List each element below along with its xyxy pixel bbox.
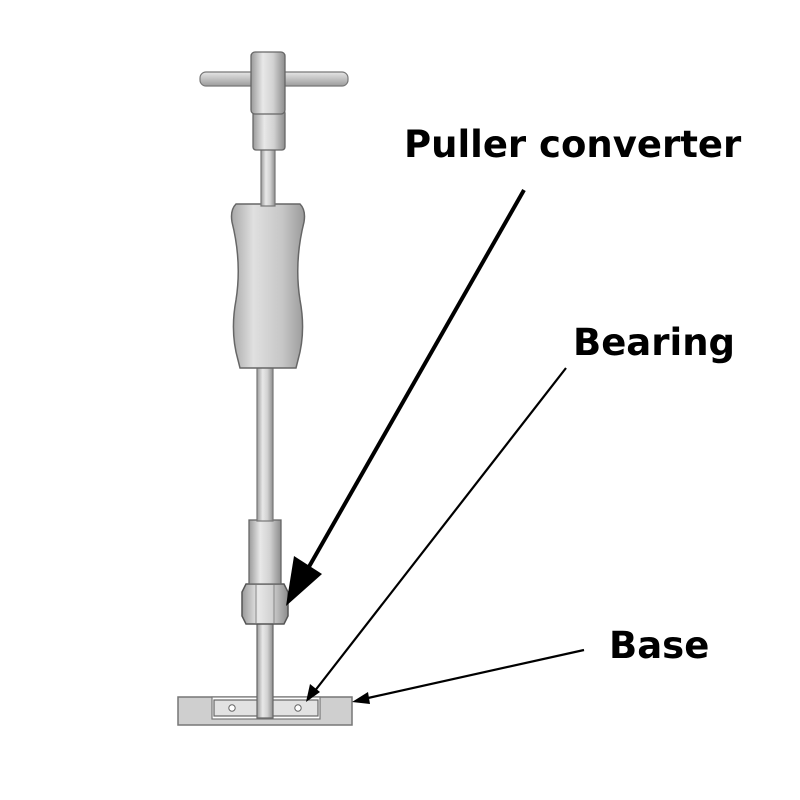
label-base: Base bbox=[609, 624, 710, 667]
arrow-bearing-head bbox=[306, 684, 320, 702]
slide-shaft bbox=[256, 364, 274, 522]
t-handle bbox=[199, 51, 349, 115]
upper-shaft bbox=[260, 147, 276, 207]
collar bbox=[252, 109, 286, 151]
puller-converter bbox=[241, 583, 289, 625]
arrow-puller-converter bbox=[304, 189, 526, 573]
slide-hammer bbox=[230, 203, 306, 369]
arrow-base-head bbox=[352, 692, 370, 704]
arrow-base bbox=[367, 648, 585, 700]
coupling-sleeve bbox=[248, 519, 282, 585]
arrow-bearing bbox=[313, 367, 567, 693]
lower-stem bbox=[256, 619, 274, 719]
label-puller-converter: Puller converter bbox=[404, 123, 742, 166]
arrow-puller-converter-head bbox=[286, 556, 322, 606]
label-bearing: Bearing bbox=[573, 321, 736, 364]
